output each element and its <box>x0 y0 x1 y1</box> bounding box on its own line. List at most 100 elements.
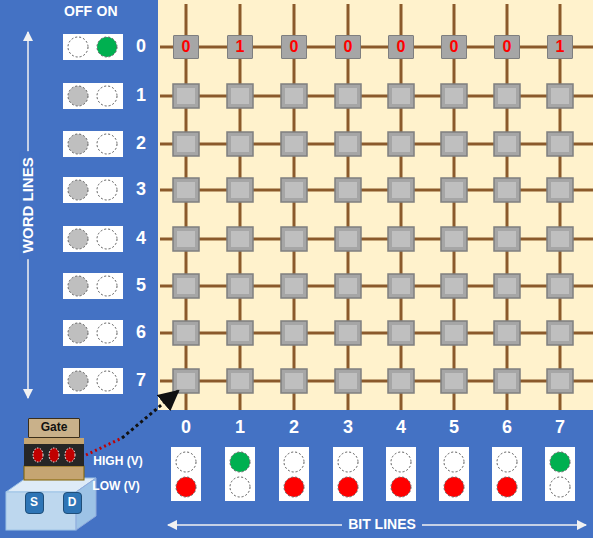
high-indicator <box>176 452 196 472</box>
memory-cell-face <box>445 325 463 341</box>
stored-bit: 0 <box>182 38 191 56</box>
memory-cell-face <box>231 182 249 198</box>
bit-line-wire <box>400 4 403 410</box>
on-indicator <box>97 276 117 296</box>
stored-bit: 0 <box>397 38 406 56</box>
memory-cell: 0 <box>441 35 467 59</box>
word-line-number: 1 <box>136 86 146 106</box>
bit-line-number: 5 <box>449 418 459 438</box>
indicator-box <box>386 447 416 501</box>
memory-cell-face <box>285 373 303 389</box>
memory-cell-face <box>231 231 249 247</box>
bit-line-wire <box>239 4 242 410</box>
word-line-wire <box>160 143 593 146</box>
on-indicator <box>97 229 117 249</box>
bit-line-wire <box>559 4 562 410</box>
word-line-wire <box>160 380 593 383</box>
bit-line-number: 4 <box>396 418 406 438</box>
off-indicator <box>68 276 88 296</box>
memory-cell <box>547 274 573 298</box>
memory-cell-face <box>551 88 569 104</box>
word-line-number: 3 <box>136 180 146 200</box>
memory-cell <box>547 178 573 202</box>
memory-cell <box>173 369 199 393</box>
memory-cell <box>441 132 467 156</box>
memory-cell-face <box>231 88 249 104</box>
indicator-box <box>63 34 123 60</box>
memory-cell-face <box>392 231 410 247</box>
memory-cell-face <box>339 88 357 104</box>
low-indicator <box>391 477 411 497</box>
indicator-box <box>63 368 123 394</box>
on-header: ON <box>97 4 118 19</box>
memory-cell <box>335 369 361 393</box>
memory-cell-face <box>551 231 569 247</box>
charge-layer <box>24 444 84 466</box>
memory-cell: 0 <box>173 35 199 59</box>
indicator-box <box>545 447 575 501</box>
terminal-block: D <box>63 492 82 514</box>
memory-cell: 0 <box>494 35 520 59</box>
memory-cell-face <box>339 231 357 247</box>
memory-cell-face <box>177 325 195 341</box>
bit-line-number: 1 <box>235 418 245 438</box>
word-line-wire <box>160 332 593 335</box>
word-line-number: 2 <box>136 134 146 154</box>
bit-line-wire <box>293 4 296 410</box>
off-header: OFF <box>64 4 92 19</box>
pointer-arrow <box>122 391 178 438</box>
memory-cell <box>441 274 467 298</box>
memory-cell <box>547 321 573 345</box>
indicator-box <box>63 177 123 203</box>
stored-bit: 0 <box>344 38 353 56</box>
memory-cell <box>173 84 199 108</box>
bit-line-number: 3 <box>343 418 353 438</box>
memory-cell-face <box>285 136 303 152</box>
low-indicator <box>497 477 517 497</box>
gate-block: Gate <box>28 418 80 438</box>
low-indicator <box>550 477 570 497</box>
memory-cell <box>494 84 520 108</box>
memory-cell <box>281 321 307 345</box>
memory-cell-face <box>231 278 249 294</box>
memory-cell-face <box>392 278 410 294</box>
stored-bit: 0 <box>450 38 459 56</box>
memory-cell: 0 <box>388 35 414 59</box>
memory-cell <box>173 321 199 345</box>
memory-cell-face <box>445 182 463 198</box>
memory-cell-face <box>285 231 303 247</box>
bit-line-wire <box>506 4 509 410</box>
bit-line-number: 0 <box>181 418 191 438</box>
memory-cell-face <box>498 325 516 341</box>
off-indicator <box>68 37 88 57</box>
memory-cell <box>441 369 467 393</box>
low-indicator <box>338 477 358 497</box>
memory-cell-face <box>231 136 249 152</box>
word-line-wire <box>160 95 593 98</box>
bit-line-indicators <box>171 447 575 501</box>
memory-cell-face <box>551 278 569 294</box>
word-line-wire <box>160 285 593 288</box>
on-indicator <box>97 180 117 200</box>
memory-cell-face <box>339 182 357 198</box>
memory-cell <box>227 84 253 108</box>
memory-cell <box>227 227 253 251</box>
off-indicator <box>68 134 88 154</box>
memory-cell <box>441 321 467 345</box>
indicator-box <box>333 447 363 501</box>
stored-charge <box>33 448 43 462</box>
indicator-box <box>171 447 201 501</box>
off-indicator <box>68 229 88 249</box>
word-line-number: 7 <box>136 371 146 391</box>
gate-label: Gate <box>41 421 68 434</box>
indicator-box <box>439 447 469 501</box>
memory-cell <box>173 227 199 251</box>
word-line-number: 6 <box>136 323 146 343</box>
off-indicator <box>68 180 88 200</box>
memory-cell-face <box>285 182 303 198</box>
memory-cell <box>441 178 467 202</box>
stored-bit: 0 <box>290 38 299 56</box>
memory-cell <box>335 178 361 202</box>
off-indicator <box>68 323 88 343</box>
